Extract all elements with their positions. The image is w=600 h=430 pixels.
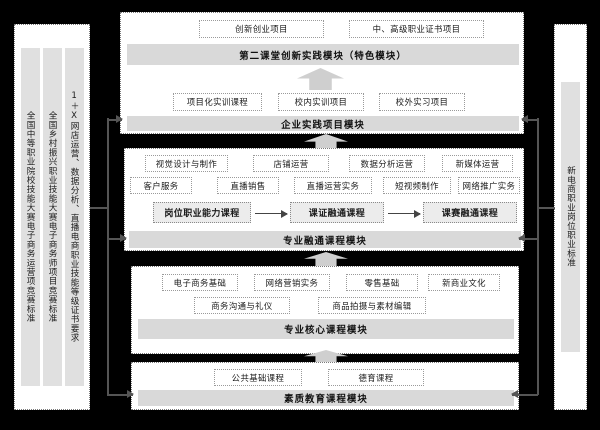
chip-customer-service[interactable]: 客户服务 <box>130 177 192 194</box>
right-trunk-line <box>537 118 539 395</box>
left-spur-to-integration-bar <box>107 235 127 242</box>
job-standards-label: 新电商职业岗位职业标准 <box>561 82 580 352</box>
chip-course-competition-integration[interactable]: 课赛融通课程 <box>423 202 517 223</box>
module-second-class: 创新创业项目 中、高级职业证书项目 第二课堂创新实践模块（特色模块） 项目化实训… <box>120 12 524 134</box>
bar-quality-edu-module: 素质教育课程模块 <box>138 390 514 406</box>
module-pro-integration: 视觉设计与制作 店铺运营 数据分析运营 新媒体运营 客户服务 直播销售 直播运营… <box>124 148 524 251</box>
chip-mid-senior-certificate-project[interactable]: 中、高级职业证书项目 <box>349 20 484 38</box>
bar-pro-integration-module: 专业融通课程模块 <box>129 231 521 248</box>
chip-moral-education-course[interactable]: 德育课程 <box>328 369 424 386</box>
up-arrow-to-second-class <box>297 68 344 90</box>
chip-innovation-entrepreneurship-project[interactable]: 创新创业项目 <box>199 20 324 38</box>
right-spur-to-enterprise-bar <box>521 116 538 123</box>
up-arrow-module3-to-module2 <box>304 252 348 266</box>
chip-store-operation[interactable]: 店铺运营 <box>253 155 329 172</box>
chip-ecommerce-basics[interactable]: 电子商务基础 <box>162 274 238 291</box>
chip-new-business-culture[interactable]: 新商业文化 <box>428 274 500 291</box>
left-spur-to-quality-bar <box>107 391 134 398</box>
chip-live-operation-practice[interactable]: 直播运营实务 <box>294 177 372 194</box>
chain-arrow-2 <box>388 209 421 218</box>
chip-visual-design-production[interactable]: 视觉设计与制作 <box>145 155 228 172</box>
bar-enterprise-practice-module: 企业实践项目模块 <box>127 116 519 131</box>
standards-column-group: 全国中等职业院校技能大赛电子商务运营项竞赛标准 全国乡村振兴职业技能大赛电子商务… <box>20 48 84 386</box>
chip-retail-basics[interactable]: 零售基础 <box>346 274 418 291</box>
chip-product-photography-editing[interactable]: 商品拍摄与素材编辑 <box>318 297 426 314</box>
standard-column-3: 1＋X网店运营、数据分析、直播电商职业技能等级证书要求 <box>64 48 84 386</box>
chip-online-marketing-practice[interactable]: 网络营销实务 <box>254 274 330 291</box>
bar-second-class-module: 第二课堂创新实践模块（特色模块） <box>127 44 519 65</box>
chip-new-media-operation[interactable]: 新媒体运营 <box>442 155 513 172</box>
chip-course-certificate-integration[interactable]: 课证融通课程 <box>290 202 384 223</box>
right-spur-to-quality-bar <box>511 391 538 398</box>
chip-off-campus-internship-project[interactable]: 校外实习项目 <box>379 93 465 111</box>
left-stem-line <box>90 207 108 209</box>
chip-short-video-production[interactable]: 短视频制作 <box>383 177 451 194</box>
standards-requirements-panel: 全国中等职业院校技能大赛电子商务运营项竞赛标准 全国乡村振兴职业技能大赛电子商务… <box>14 24 90 410</box>
chip-on-campus-training-project[interactable]: 校内实训项目 <box>278 93 364 111</box>
chip-job-competency-course[interactable]: 岗位职业能力课程 <box>153 202 251 223</box>
job-standards-panel: 新电商职业岗位职业标准 <box>554 24 587 410</box>
bar-pro-core-module: 专业核心课程模块 <box>138 319 514 339</box>
chain-arrow-1 <box>255 209 288 218</box>
chip-live-sales[interactable]: 直播销售 <box>217 177 279 194</box>
chip-business-communication-etiquette[interactable]: 商务沟通与礼仪 <box>194 297 290 314</box>
module-pro-core: 电子商务基础 网络营销实务 零售基础 新商业文化 商务沟通与礼仪 商品拍摄与素材… <box>131 266 519 354</box>
left-spur-to-enterprise-bar <box>107 116 123 123</box>
standard-column-2: 全国乡村振兴职业技能大赛电子商务师项目竞赛标准 <box>42 48 62 386</box>
right-spur-to-integration-bar <box>518 235 538 242</box>
left-trunk-line <box>107 118 109 395</box>
chip-public-basic-course[interactable]: 公共基础课程 <box>214 369 302 386</box>
standard-column-1: 全国中等职业院校技能大赛电子商务运营项竞赛标准 <box>20 48 40 386</box>
chip-data-analysis-operation[interactable]: 数据分析运营 <box>349 155 425 172</box>
right-stem-line <box>537 207 555 209</box>
chip-project-training-course[interactable]: 项目化实训课程 <box>173 93 262 111</box>
chip-online-promotion-practice[interactable]: 网络推广实务 <box>458 177 520 194</box>
module-quality-edu: 公共基础课程 德育课程 素质教育课程模块 <box>131 362 519 410</box>
